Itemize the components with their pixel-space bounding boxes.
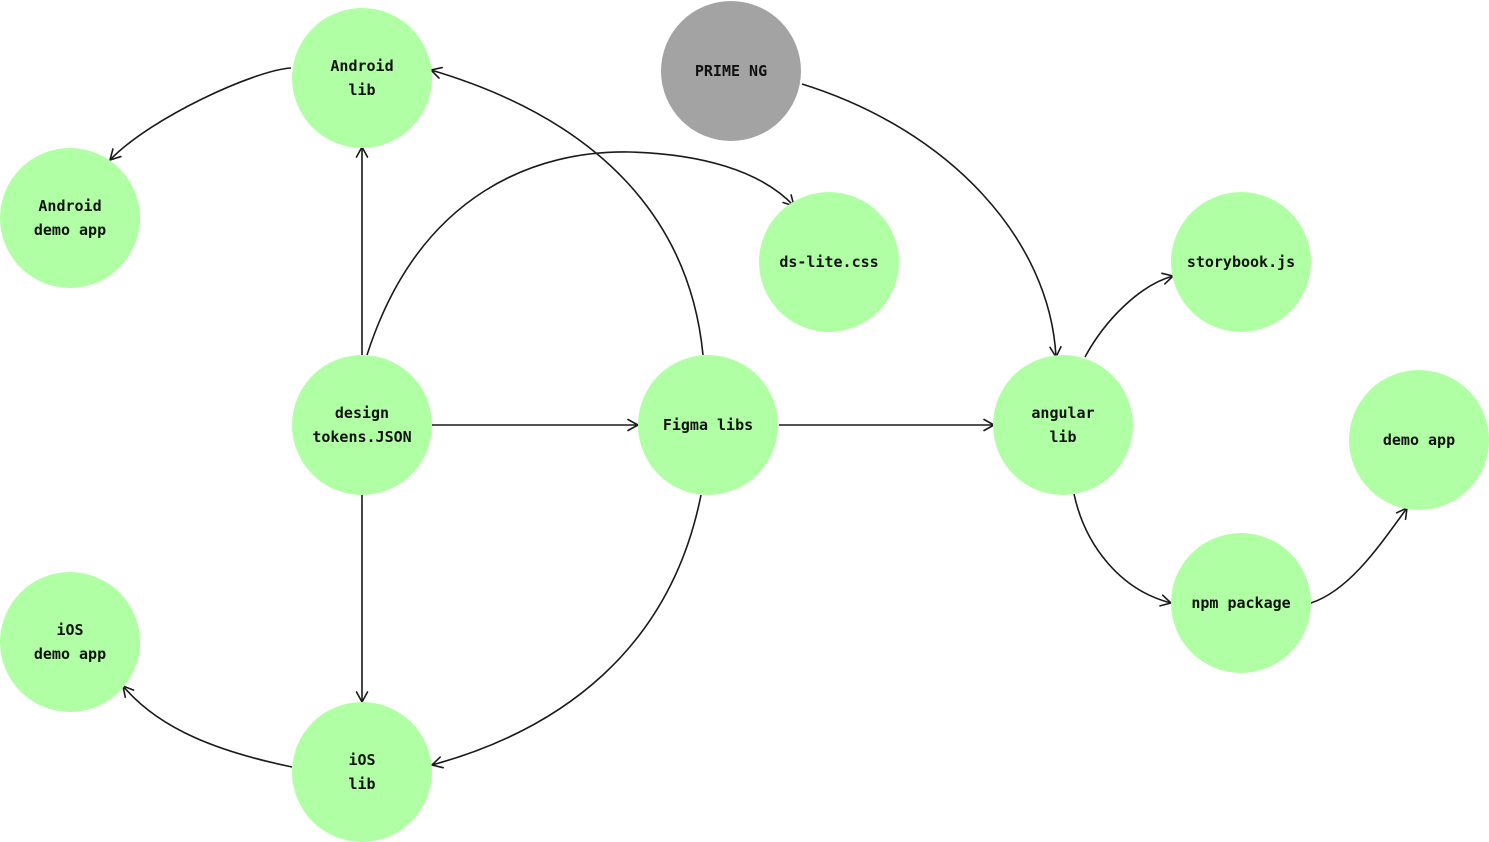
node-circle <box>1349 370 1489 510</box>
node-label: angular <box>1031 404 1094 422</box>
node-label: storybook.js <box>1187 253 1295 271</box>
node-label: ds-lite.css <box>779 253 878 271</box>
node-npm-package: npm package <box>1171 533 1311 673</box>
node-label: npm package <box>1191 594 1290 612</box>
node-demo-app: demo app <box>1349 370 1489 510</box>
node-circle <box>292 8 432 148</box>
node-ios-demo-app: iOS demo app <box>0 572 140 712</box>
edge-ios-lib-to-ios-demo-app <box>122 685 293 768</box>
node-label: Android <box>38 197 101 215</box>
node-label: Android <box>330 57 393 75</box>
node-label: demo app <box>1383 431 1455 449</box>
node-ds-lite-css: ds-lite.css <box>759 192 899 332</box>
node-circle <box>759 192 899 332</box>
node-label: demo app <box>34 221 106 239</box>
node-figma-libs: Figma libs <box>638 355 778 495</box>
node-prime-ng: PRIME NG <box>661 1 801 141</box>
node-circle <box>292 702 432 842</box>
edge-prime-ng-to-angular-lib <box>801 83 1062 358</box>
node-circle <box>1171 533 1311 673</box>
edges <box>109 66 1408 769</box>
node-android-demo-app: Android demo app <box>0 148 140 288</box>
node-circle <box>1171 192 1311 332</box>
node-design-tokens: design tokens.JSON <box>292 355 432 495</box>
node-label: Figma libs <box>663 416 753 434</box>
node-circle <box>292 355 432 495</box>
edge-android-lib-to-android-demo-app <box>109 67 292 161</box>
node-angular-lib: angular lib <box>993 355 1133 495</box>
node-circle <box>661 1 801 141</box>
edge-angular-lib-to-storybook-js <box>1084 272 1174 358</box>
edge-design-tokens-to-ds-lite-css <box>366 151 795 356</box>
node-label: iOS <box>348 751 375 769</box>
node-label: demo app <box>34 645 106 663</box>
edge-figma-libs-to-ios-lib <box>431 494 702 769</box>
node-circle <box>0 572 140 712</box>
node-ios-lib: iOS lib <box>292 702 432 842</box>
node-storybook-js: storybook.js <box>1171 192 1311 332</box>
node-label: PRIME NG <box>695 62 767 80</box>
edge-angular-lib-to-npm-package <box>1073 493 1172 607</box>
node-label: lib <box>348 81 375 99</box>
node-circle <box>0 148 140 288</box>
node-circle <box>638 355 778 495</box>
node-android-lib: Android lib <box>292 8 432 148</box>
edge-npm-package-to-demo-app <box>1310 507 1408 604</box>
node-label: iOS <box>56 621 83 639</box>
node-label: tokens.JSON <box>312 428 411 446</box>
node-label: lib <box>348 775 375 793</box>
node-label: design <box>335 404 389 422</box>
edge-figma-libs-to-android-lib <box>430 66 704 356</box>
node-circle <box>993 355 1133 495</box>
node-label: lib <box>1049 428 1076 446</box>
